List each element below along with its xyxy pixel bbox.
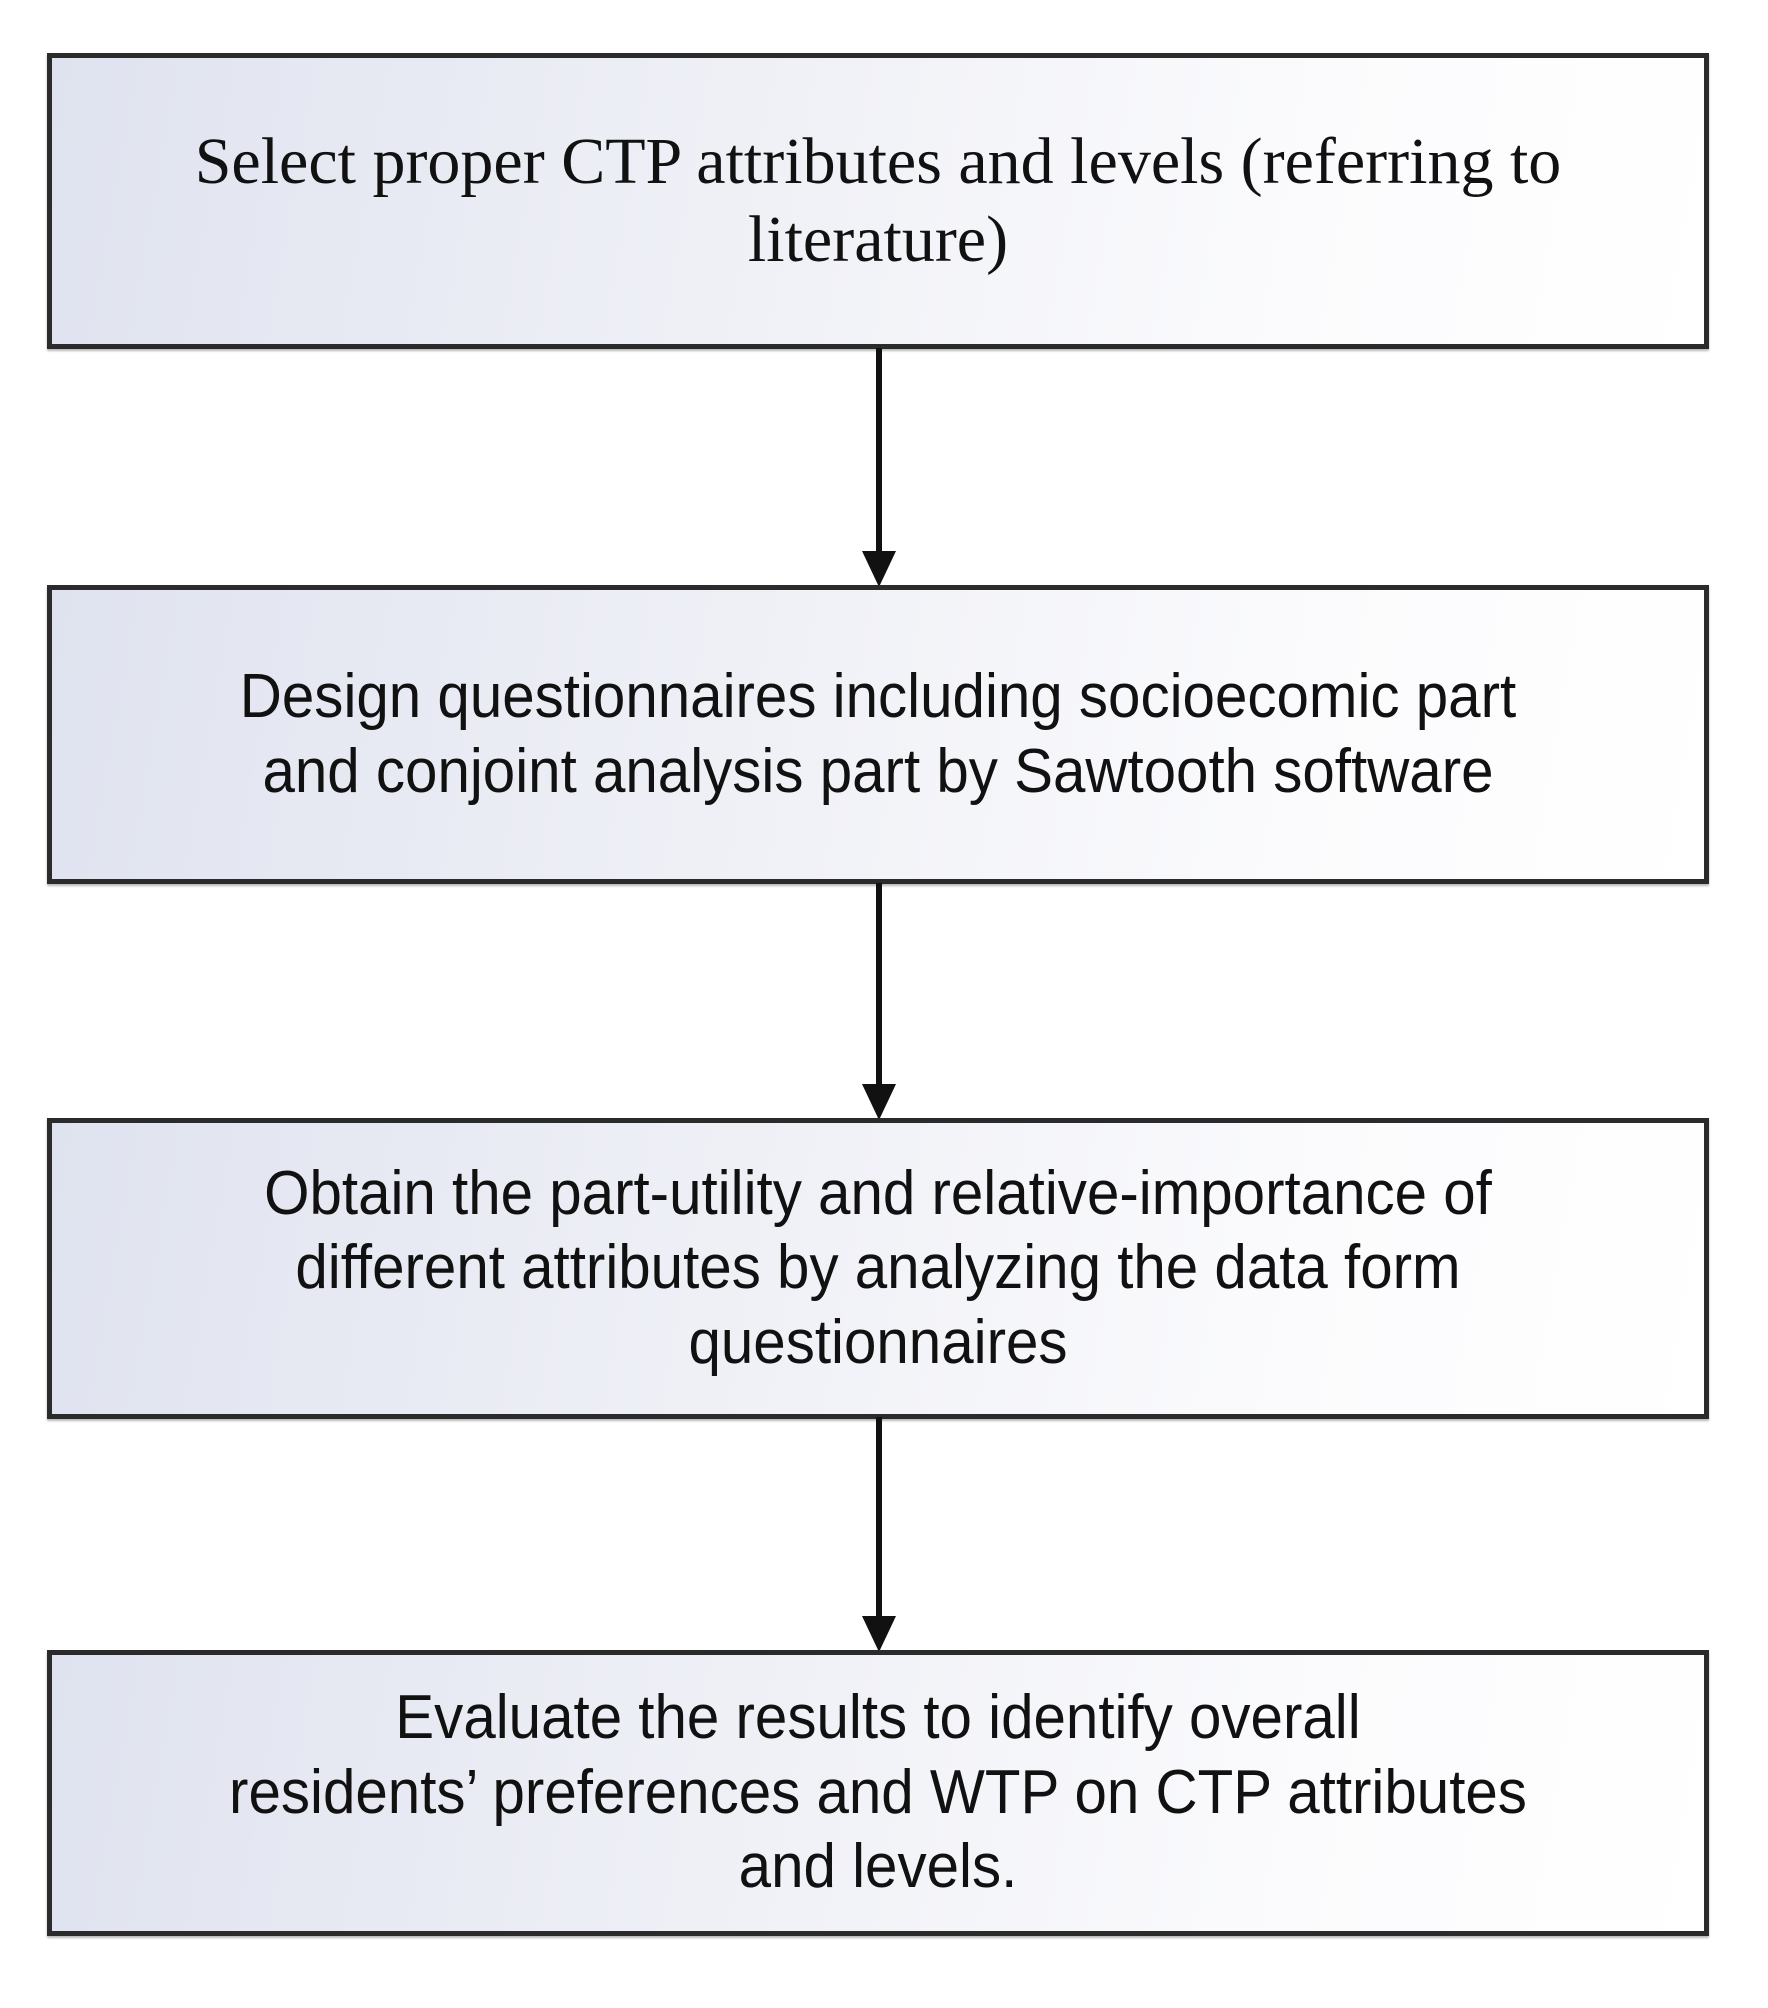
flow-node-step-1-label: Select proper CTP attributes and levels … bbox=[194, 125, 1562, 276]
arrow-head-icon bbox=[862, 1084, 896, 1120]
arrow-shaft bbox=[876, 348, 882, 553]
arrow-shaft bbox=[876, 883, 882, 1086]
flow-node-step-4[interactable]: Evaluate the results to identify overall… bbox=[47, 1650, 1709, 1936]
flow-node-step-3[interactable]: Obtain the part-utility and relative-imp… bbox=[47, 1118, 1709, 1419]
connector-arrow-step3-to-step4 bbox=[862, 1417, 896, 1652]
arrow-head-icon bbox=[862, 1616, 896, 1652]
flow-node-step-1[interactable]: Select proper CTP attributes and levels … bbox=[47, 53, 1709, 349]
flow-node-step-2[interactable]: Design questionnaires including socioeco… bbox=[47, 585, 1709, 884]
connector-arrow-step1-to-step2 bbox=[862, 348, 896, 587]
connector-arrow-step2-to-step3 bbox=[862, 883, 896, 1120]
flow-node-step-2-label: Design questionnaires including socioeco… bbox=[239, 662, 1517, 806]
arrow-head-icon bbox=[862, 551, 896, 587]
arrow-shaft bbox=[876, 1417, 882, 1618]
flow-node-step-4-label: Evaluate the results to identify overall… bbox=[229, 1683, 1527, 1902]
flow-node-step-3-label: Obtain the part-utility and relative-imp… bbox=[264, 1158, 1492, 1377]
